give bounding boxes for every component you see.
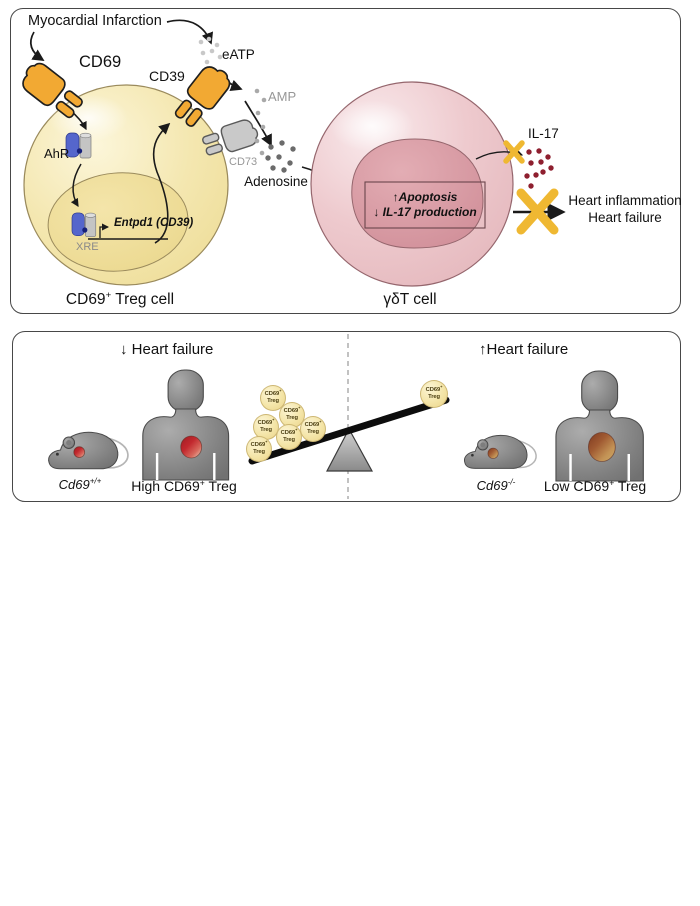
outcome-label: Heart inflammation Heart failure	[566, 193, 684, 227]
treg-bubble: CD69+Treg	[420, 380, 448, 408]
low-treg-label: Low CD69+ Treg	[543, 477, 647, 494]
cd69-knockout-label: Cd69-/-	[476, 477, 516, 493]
heading-low-heart-failure: ↓ Heart failure	[120, 341, 214, 358]
apoptosis-line: ↑Apoptosis	[392, 190, 458, 204]
outcome-failure: Heart failure	[588, 209, 662, 225]
il17-label: IL-17	[528, 126, 559, 141]
cd69-wildtype-label: Cd69+/+	[58, 476, 102, 492]
treg-bubble: CD69+Treg	[300, 416, 326, 442]
outcome-inflammation: Heart inflammation	[568, 193, 682, 208]
gdt-cell-label: γδT cell	[383, 291, 437, 308]
effects-text: ↑Apoptosis ↓ IL-17 production	[365, 182, 485, 228]
treg-cell-label: CD69+ Treg cell	[65, 289, 175, 308]
down-arrow-icon: ↓	[120, 341, 128, 358]
cd73-label: CD73	[229, 156, 258, 168]
cd39-label: CD39	[149, 68, 185, 84]
heading-high-heart-failure: ↑Heart failure	[479, 341, 569, 358]
treg-bubble: CD69+Treg	[253, 414, 279, 440]
il17-production-line: ↓ IL-17 production	[373, 205, 477, 219]
adenosine-label: Adenosine	[244, 174, 308, 189]
cd69-label: CD69	[79, 53, 122, 71]
eatp-label: eATP	[222, 47, 255, 62]
ahr-label: AhR	[44, 146, 70, 161]
myocardial-infarction-label: Myocardial Infarction	[28, 13, 162, 29]
amp-label: AMP	[268, 89, 297, 104]
entpd1-gene-label: Entpd1 (CD39)	[114, 217, 194, 229]
treg-bubble: CD69+Treg	[246, 436, 272, 462]
high-treg-label: High CD69+ Treg	[131, 477, 237, 494]
balance-panel	[12, 331, 681, 502]
xre-label: XRE	[76, 241, 99, 253]
up-arrow-icon: ↑	[479, 341, 487, 358]
treg-bubble: CD69+Treg	[276, 424, 302, 450]
